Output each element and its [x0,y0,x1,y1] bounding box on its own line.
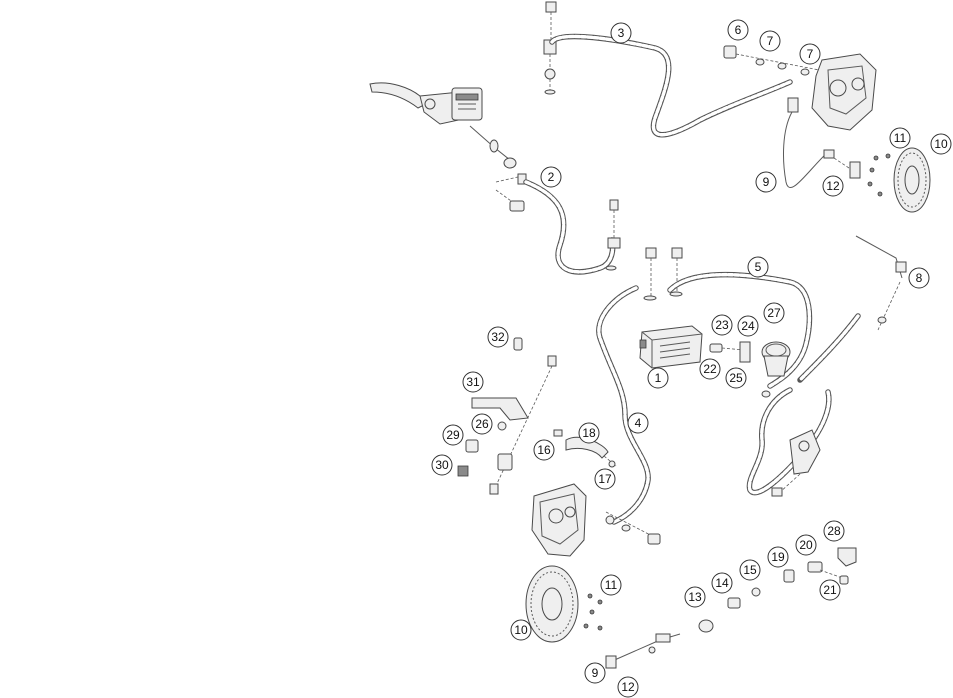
callout-12b: 12 [617,676,639,698]
abs-sensor-rear [605,633,681,669]
callout-label: 25 [729,371,743,385]
callout-15: 15 [739,559,761,581]
callout-label: 29 [446,428,460,442]
brake-disc-rear [525,565,603,643]
brake-disc-front [867,147,931,213]
callout-label: 20 [799,538,813,552]
banjo-bolt-upper-left [495,173,527,212]
callout-label: 2 [548,170,555,184]
callout-9a: 9 [755,171,777,193]
callout-label: 24 [741,319,755,333]
callout-16: 16 [533,439,555,461]
callout-4: 4 [627,412,649,434]
callout-label: 17 [598,472,612,486]
callout-label: 9 [592,666,599,680]
callout-label: 9 [763,175,770,189]
callout-11b: 11 [600,574,622,596]
callout-11a: 11 [889,127,911,149]
mounting-bracket-parts [457,337,557,495]
callout-22: 22 [699,358,721,380]
callout-7a: 7 [759,30,781,52]
callout-label: 28 [827,524,841,538]
callout-label: 8 [916,271,923,285]
callout-label: 19 [771,550,785,564]
callout-label: 15 [743,563,757,577]
callout-1: 1 [647,367,669,389]
callout-30: 30 [431,454,453,476]
callout-8: 8 [908,267,930,289]
rear-brake-caliper [531,483,587,557]
rear-brake-line-pedal [746,235,907,497]
callout-label: 26 [475,417,489,431]
callout-label: 7 [767,34,774,48]
callout-18: 18 [578,422,600,444]
callout-21: 21 [819,579,841,601]
callout-label: 31 [466,375,480,389]
callout-label: 27 [767,306,781,320]
callout-9b: 9 [584,662,606,684]
callout-label: 13 [688,590,702,604]
abs-modulator-unit [639,325,703,369]
callout-3: 3 [610,22,632,44]
brake-hose-3 [543,1,793,138]
callout-7b: 7 [799,43,821,65]
abs-sensor-front-upper [783,97,861,189]
callout-label: 12 [621,680,635,694]
callout-label: 11 [894,131,907,145]
callout-label: 16 [537,443,551,457]
callout-6: 6 [727,19,749,41]
callout-label: 12 [826,179,840,193]
callout-17: 17 [594,468,616,490]
front-brake-caliper [723,45,877,131]
callout-label: 7 [807,47,814,61]
callout-label: 10 [934,137,948,151]
callout-label: 23 [715,318,729,332]
callout-14: 14 [711,572,733,594]
brake-lever-master-cylinder [369,82,517,169]
callout-32: 32 [487,326,509,348]
callout-27: 27 [763,302,785,324]
callout-label: 14 [715,576,729,590]
callout-label: 5 [755,260,762,274]
callout-label: 1 [655,371,662,385]
small-hardware-parts [698,547,857,633]
callout-layer: 1 2 3 4 5 6 7 7 8 9 9 10 10 11 11 12 12 … [431,19,952,698]
callout-label: 30 [435,458,449,472]
callout-26: 26 [471,413,493,435]
callout-10a: 10 [930,133,952,155]
rear-master-cylinder-reservoir [709,341,791,398]
callout-29: 29 [442,424,464,446]
callout-label: 18 [582,426,596,440]
callout-24: 24 [737,315,759,337]
callout-12a: 12 [822,175,844,197]
brake-hose-5 [667,247,813,389]
callout-23: 23 [711,314,733,336]
callout-label: 21 [823,583,837,597]
callout-28: 28 [823,520,845,542]
callout-2: 2 [540,166,562,188]
brake-hose-2 [523,179,621,275]
callout-13: 13 [684,586,706,608]
callout-10b: 10 [510,619,532,641]
callout-label: 22 [703,362,717,376]
callout-5: 5 [747,256,769,278]
callout-label: 3 [618,26,625,40]
callout-label: 4 [635,416,642,430]
callout-31: 31 [462,371,484,393]
callout-label: 11 [605,578,618,592]
callout-19: 19 [767,546,789,568]
callout-25: 25 [725,367,747,389]
callout-20: 20 [795,534,817,556]
callout-label: 32 [491,330,505,344]
callout-label: 10 [514,623,528,637]
brake-hose-4 [596,247,661,545]
callout-label: 6 [735,23,742,37]
